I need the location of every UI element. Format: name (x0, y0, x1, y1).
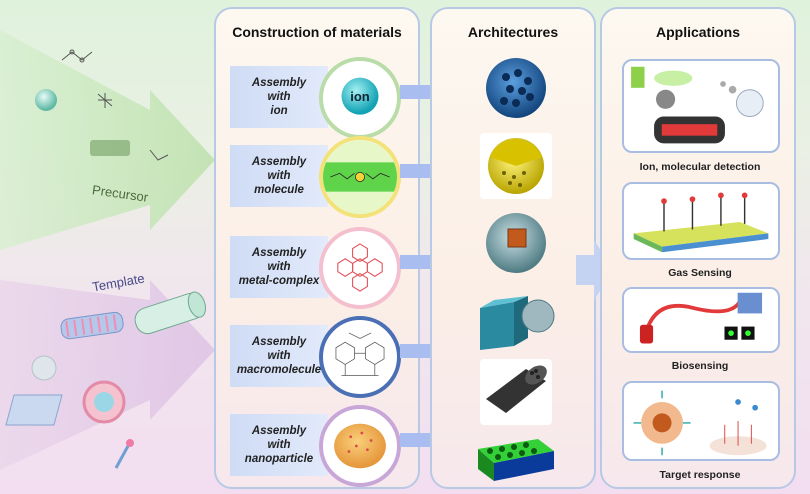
app-card-ion-molecular (622, 59, 780, 153)
precursor-template-illustration (0, 30, 215, 470)
macromolecule-circle (319, 316, 401, 398)
metal-complex-circle (319, 227, 401, 309)
app-card-target-response (622, 381, 780, 461)
app-card-gas-sensing (622, 182, 780, 260)
ion-circle: ion (319, 57, 401, 139)
assembly-label-nanoparticle: Assembly with nanoparticle (230, 414, 328, 476)
architecture-cubic-framework (476, 288, 556, 354)
architecture-nanotube (480, 359, 552, 425)
assembly-label-ion: Assembly with ion (230, 66, 328, 128)
architecture-cage-sphere (480, 209, 552, 275)
left-region: Precursor Template (0, 0, 215, 494)
architectures-panel: Architectures (430, 7, 596, 489)
architecture-layered-sheet (476, 429, 556, 494)
app-label-ion-molecular: Ion, molecular detection (639, 161, 761, 173)
assembly-label-molecule: Assembly with molecule (230, 145, 328, 207)
applications-title: Applications (655, 24, 740, 40)
nanoparticle-circle (319, 405, 401, 487)
construction-panel: Construction of materials Assembly with … (214, 7, 420, 489)
architectures-title: Architectures (467, 24, 559, 40)
app-label-biosensing: Biosensing (671, 360, 729, 372)
assembly-label-metal-complex: Assembly with metal-complex (230, 236, 328, 298)
construction-title: Construction of materials (232, 24, 402, 40)
molecule-circle (319, 136, 401, 218)
ion-sphere-icon (35, 89, 57, 111)
app-card-biosensing (622, 287, 780, 353)
architecture-hollow-sphere (480, 133, 552, 199)
app-label-gas-sensing: Gas Sensing (668, 267, 732, 279)
arrow-to-applications (576, 240, 614, 300)
ion-text: ion (350, 89, 370, 104)
applications-panel: Applications Ion, molecular detection Ga… (600, 7, 796, 489)
architecture-porous-sphere (480, 55, 552, 121)
assembly-label-macromolecule: Assembly with macromolecule (230, 325, 328, 387)
app-label-target-response: Target response (659, 469, 741, 481)
